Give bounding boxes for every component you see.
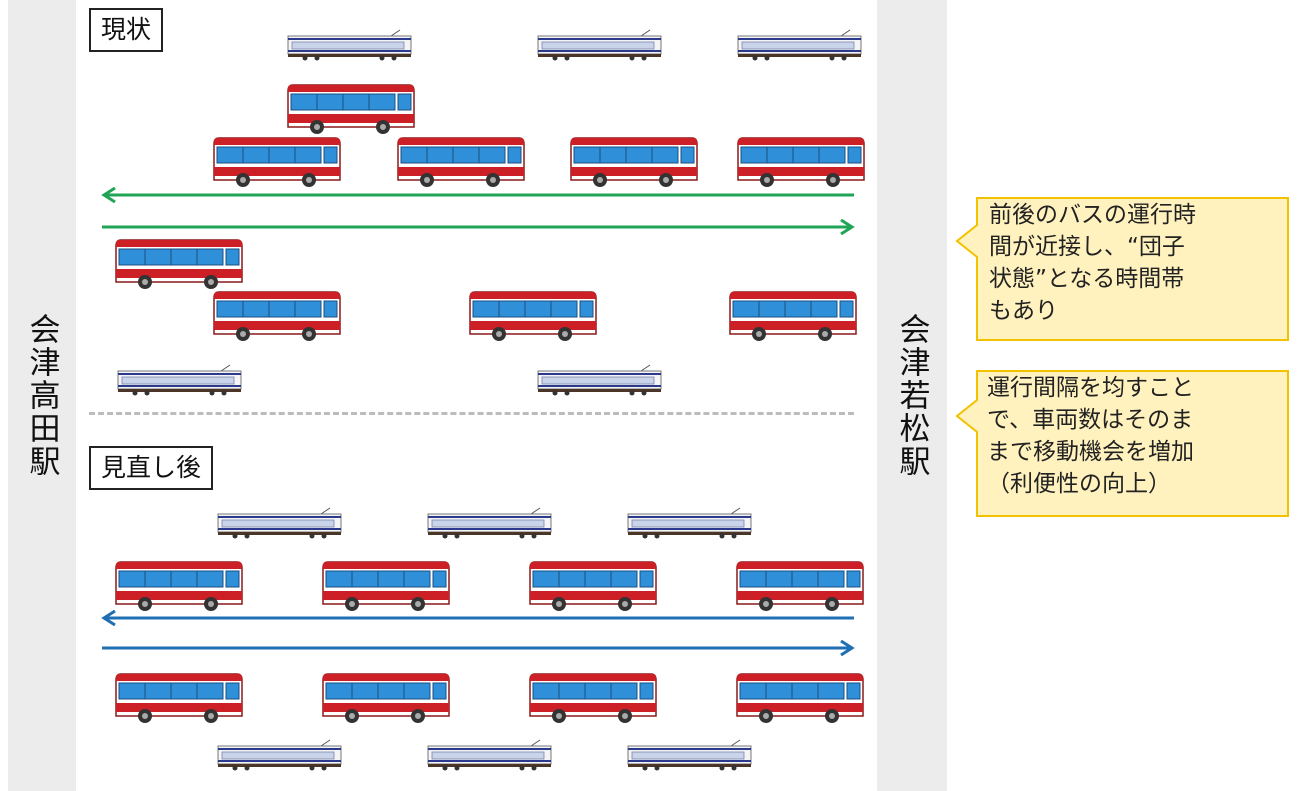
- section-divider: [89, 412, 854, 415]
- bus-icon: [736, 672, 864, 724]
- bus-icon: [729, 290, 857, 342]
- bus-icon: [115, 560, 243, 612]
- callout-text: 運行間隔を均すこと で、車両数はそのま まで移動機会を増加 （利便性の向上）: [987, 375, 1194, 497]
- arrow-right-icon: [100, 640, 856, 656]
- callout-improvement-note: 運行間隔を均すこと で、車両数はそのま まで移動機会を増加 （利便性の向上）: [955, 370, 1290, 517]
- callout-text: 前後のバスの運行時 間が近接し、“団子 状態”となる時間帯 もあり: [989, 202, 1196, 324]
- train-icon: [627, 739, 752, 771]
- section-label-revised: 見直し後: [89, 446, 214, 490]
- bus-icon: [213, 290, 341, 342]
- bus-icon: [287, 83, 415, 135]
- callout-bunching-note: 前後のバスの運行時 間が近接し、“団子 状態”となる時間帯 もあり: [955, 197, 1290, 341]
- train-icon: [217, 739, 342, 771]
- arrow-left-icon: [100, 187, 856, 203]
- callout-bubble-shape: [955, 197, 1289, 341]
- bus-icon: [736, 560, 864, 612]
- bus-icon: [115, 672, 243, 724]
- station-label-left: 会津高田駅: [23, 313, 60, 478]
- station-aizu-wakamatsu: 会津若松駅: [877, 0, 947, 791]
- train-icon: [537, 364, 662, 396]
- bus-icon: [529, 560, 657, 612]
- bus-icon: [213, 136, 341, 188]
- station-aizu-takada: 会津高田駅: [8, 0, 76, 791]
- train-icon: [427, 507, 552, 539]
- arrow-left-icon: [100, 610, 856, 626]
- train-icon: [287, 29, 412, 61]
- train-icon: [537, 29, 662, 61]
- arrow-right-icon: [100, 219, 856, 235]
- station-label-right: 会津若松駅: [893, 313, 930, 478]
- train-icon: [627, 507, 752, 539]
- section-label-current: 現状: [89, 8, 164, 52]
- bus-icon: [397, 136, 525, 188]
- bus-icon: [737, 136, 865, 188]
- bus-icon: [322, 560, 450, 612]
- bus-icon: [469, 290, 597, 342]
- bus-icon: [529, 672, 657, 724]
- callout-bubble-shape: [955, 370, 1289, 517]
- train-icon: [737, 29, 862, 61]
- train-icon: [217, 507, 342, 539]
- train-icon: [117, 364, 242, 396]
- bus-icon: [115, 238, 243, 290]
- train-icon: [427, 739, 552, 771]
- bus-icon: [322, 672, 450, 724]
- bus-icon: [570, 136, 698, 188]
